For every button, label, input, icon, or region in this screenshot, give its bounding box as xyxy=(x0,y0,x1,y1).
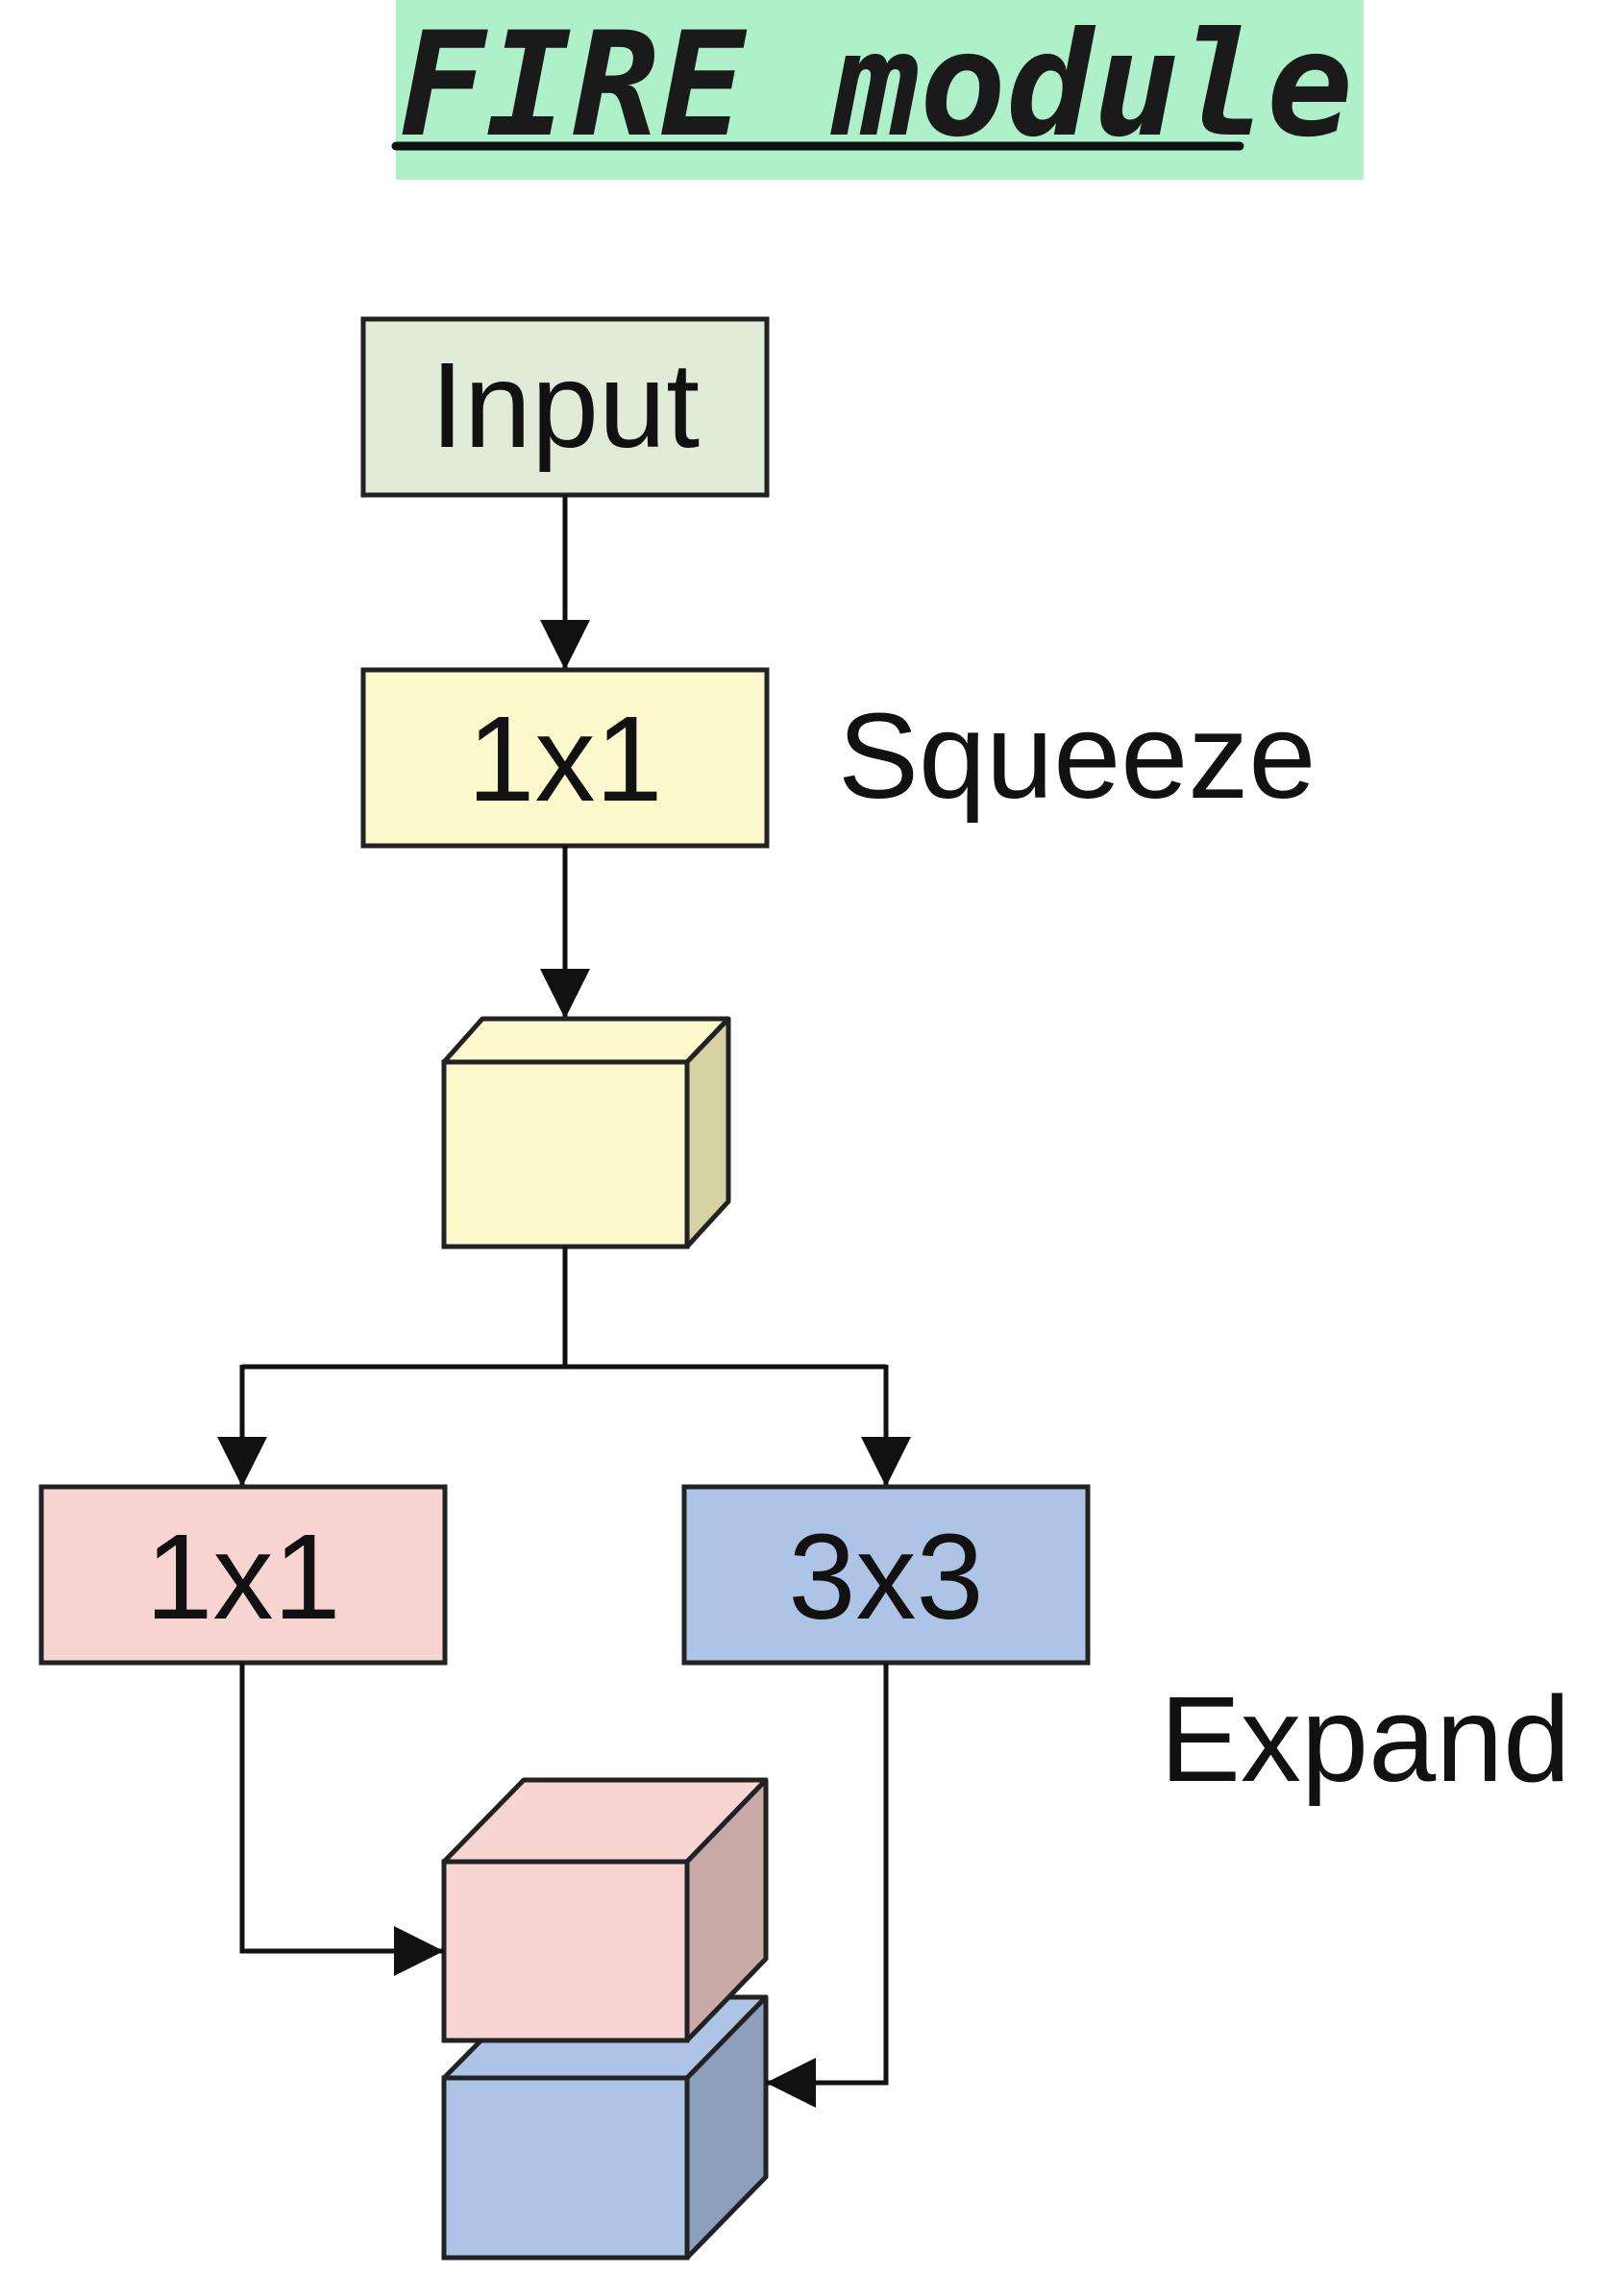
concat-1x1-front xyxy=(441,1859,690,2043)
page-title: FIRE module xyxy=(399,2,1353,169)
squeeze-box: 1x1 xyxy=(360,667,770,849)
expand-1x1-box-rect xyxy=(38,1484,448,1666)
concat-cube-1x1 xyxy=(441,1777,769,2043)
expand-1x1-box: 1x1 xyxy=(38,1484,448,1666)
squeeze-label: Squeeze xyxy=(838,688,1316,824)
arrow-expand-3x3-to-cube xyxy=(766,1663,889,2108)
squeeze-cube-top xyxy=(441,1016,731,1065)
input-box-label: Input xyxy=(431,337,700,473)
branch-connectors xyxy=(217,1247,911,1487)
expand-3x3-box-label: 3x3 xyxy=(788,1509,983,1644)
title-block: FIRE module xyxy=(391,0,1364,180)
input-box: Input xyxy=(360,316,770,498)
expand-label: Expand xyxy=(1160,1671,1570,1807)
squeeze-output-cube xyxy=(441,1016,731,1249)
concat-3x3-front xyxy=(441,2075,690,2261)
squeeze-cube-front xyxy=(441,1059,690,1249)
squeeze-box-label: 1x1 xyxy=(467,691,662,827)
expand-1x1-box-label: 1x1 xyxy=(145,1509,340,1644)
arrow-expand-1x1-to-cube xyxy=(239,1663,444,1976)
expand-3x3-box: 3x3 xyxy=(681,1484,1091,1666)
squeeze-cube-side xyxy=(684,1016,731,1249)
